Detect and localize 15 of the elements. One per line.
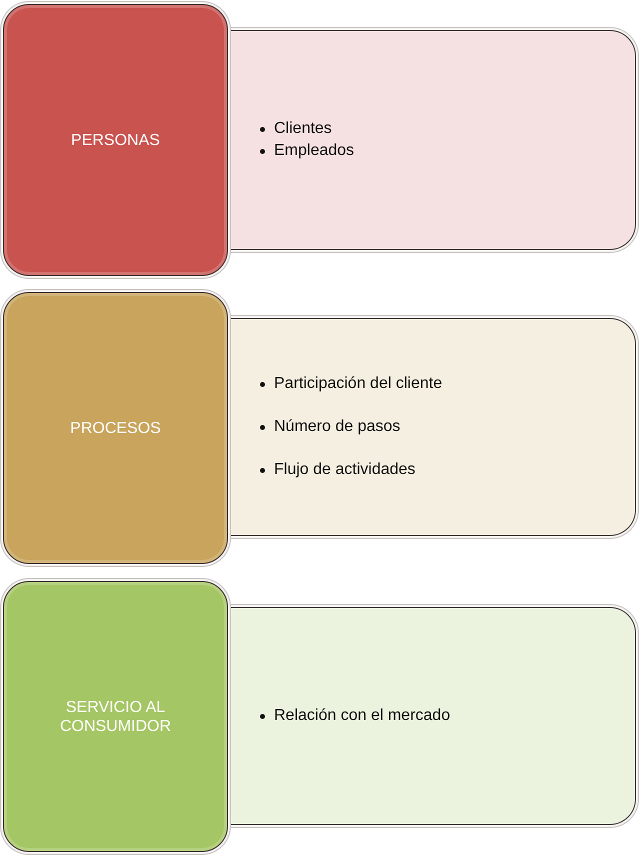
- detail-box: [228, 607, 636, 825]
- detail-box: [228, 30, 636, 250]
- category-box: [3, 581, 228, 852]
- list-item: Relación con el mercado: [274, 706, 450, 726]
- category-box: [3, 292, 228, 564]
- list-item: Número de pasos: [274, 417, 400, 437]
- list-item: Clientes: [274, 119, 332, 139]
- list-item: Flujo de actividades: [274, 460, 416, 480]
- category-label: PROCESOS: [70, 418, 161, 438]
- category-box: [3, 4, 228, 276]
- list-item: Participación del cliente: [274, 374, 442, 394]
- category-label: SERVICIO AL CONSUMIDOR: [58, 698, 172, 736]
- category-label: PERSONAS: [71, 130, 160, 150]
- list-item: Empleados: [274, 141, 354, 161]
- detail-box: [228, 318, 636, 536]
